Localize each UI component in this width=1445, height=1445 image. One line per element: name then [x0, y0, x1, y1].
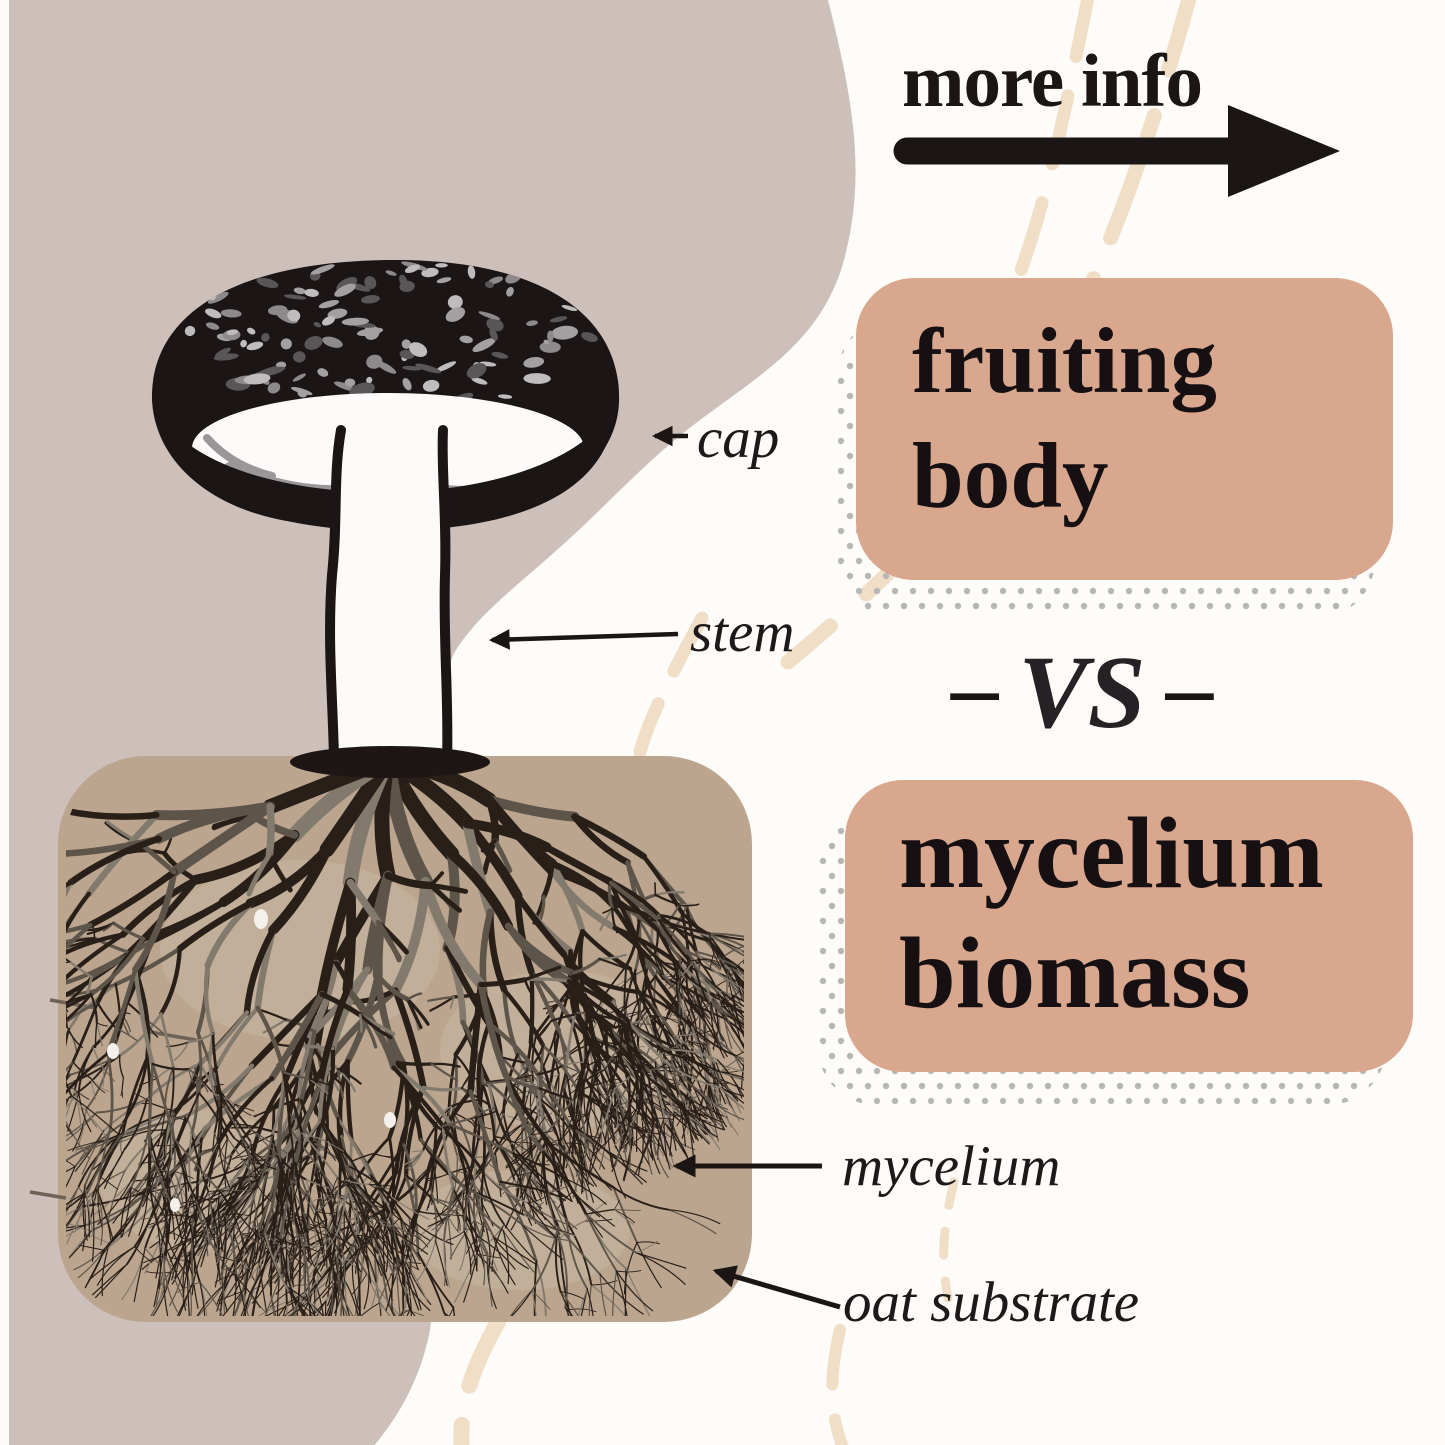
stem-fill [330, 418, 448, 758]
stem-arrow [488, 629, 679, 650]
cap-lower-rim [157, 404, 616, 531]
vs-label: VS [1018, 635, 1146, 750]
more-info-label: more info [902, 40, 1203, 123]
annotation-arrows [488, 105, 1340, 1310]
mycelium-biomass-label: mycelium biomass [899, 797, 1324, 1031]
oat-substrate-label: oat substrate [843, 1271, 1140, 1334]
cap-label: cap [697, 407, 780, 470]
mycelium-label: mycelium [842, 1135, 1061, 1198]
mushroom-illustration [151, 259, 620, 778]
stem-outline-right [437, 425, 453, 765]
mycelium-network [66, 760, 744, 1316]
stem-base [290, 746, 490, 778]
more-info-arrow [893, 105, 1340, 197]
fruiting-body-label: fruiting body [912, 310, 1217, 529]
oat-substrate-arrow [712, 1265, 841, 1310]
stem-outline-left [325, 425, 346, 765]
mycelium-biomass-panel: mycelium biomass [845, 780, 1413, 1072]
left-white-strip [0, 0, 9, 1445]
substrate-specks [107, 909, 396, 1212]
fruiting-body-panel: fruiting body [856, 278, 1393, 580]
stem-label: stem [690, 601, 795, 664]
vs-separator: – VS – [950, 634, 1214, 750]
